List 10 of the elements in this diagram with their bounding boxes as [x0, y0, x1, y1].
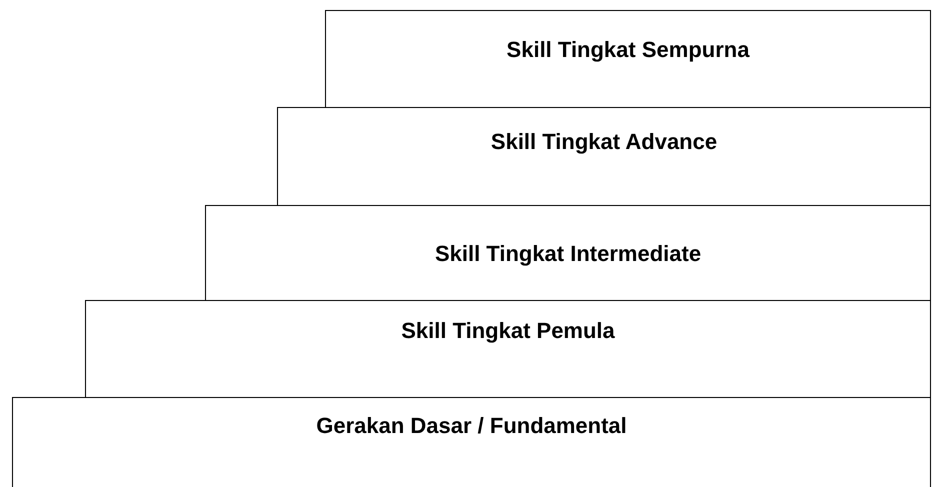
- step-label: Gerakan Dasar / Fundamental: [316, 413, 627, 439]
- step-box: [85, 300, 931, 398]
- step-box: [205, 205, 931, 301]
- step-box: [12, 397, 931, 487]
- step-box: [325, 10, 931, 108]
- step-box: [277, 107, 931, 206]
- step-label: Skill Tingkat Pemula: [401, 318, 615, 344]
- step-label: Skill Tingkat Sempurna: [506, 37, 750, 63]
- step-label: Skill Tingkat Intermediate: [434, 241, 702, 267]
- step-label: Skill Tingkat Advance: [490, 129, 718, 155]
